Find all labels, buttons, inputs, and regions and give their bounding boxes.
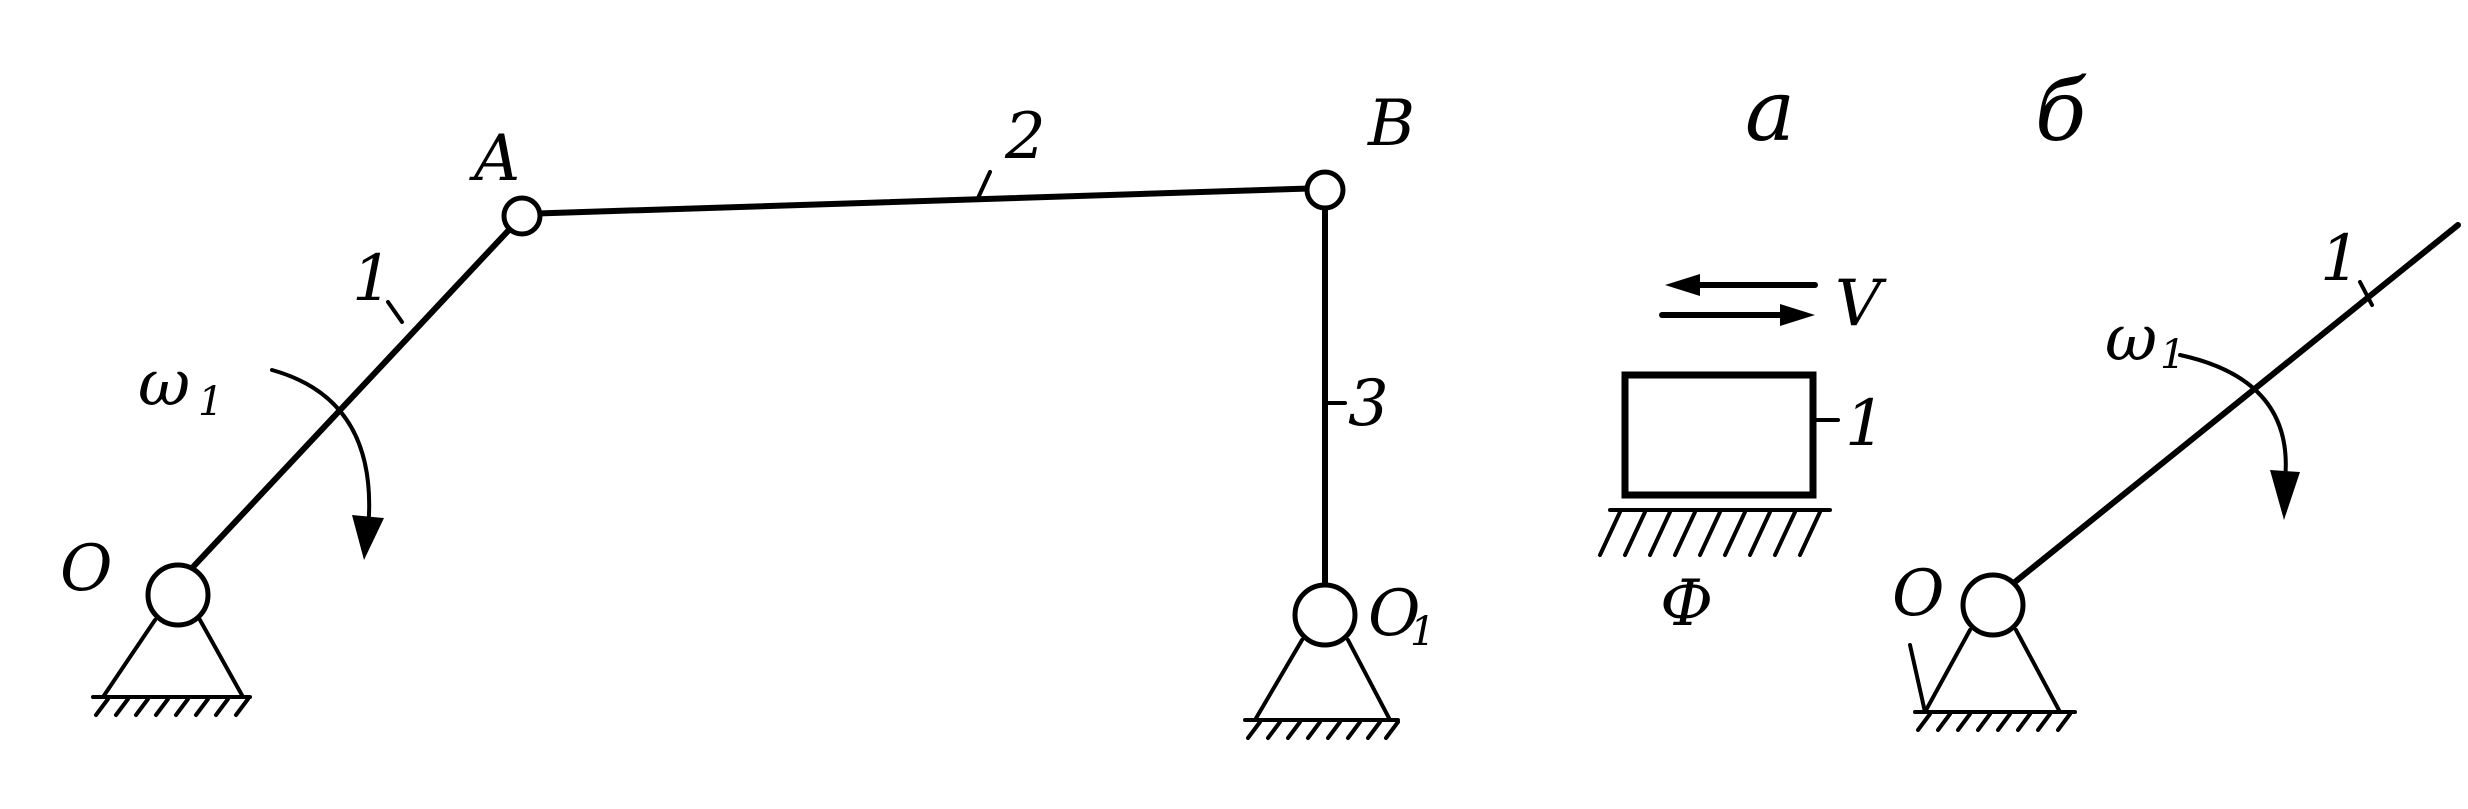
part-b-rotating-link: б 1 ω 1 O xyxy=(1892,62,2461,732)
link-1-leader xyxy=(386,300,404,324)
label-surface: Ф xyxy=(1660,567,1713,641)
b-pivot xyxy=(1960,572,2026,638)
velocity-arrowhead-left xyxy=(1665,274,1700,296)
b-link-1-leader xyxy=(2358,280,2374,307)
label-O1-sub: 1 xyxy=(1410,609,1435,655)
joint-B xyxy=(1304,169,1346,211)
ground-hatch-O xyxy=(94,697,250,717)
b-omega-arc xyxy=(2178,353,2288,482)
joint-A xyxy=(501,195,543,237)
fixed-support-O1 xyxy=(1243,582,1400,740)
b-ground-hatch xyxy=(1916,712,2072,732)
label-velocity: V xyxy=(1835,267,1887,341)
b-link-1 xyxy=(2002,222,2461,593)
label-part-a: а xyxy=(1745,62,1795,160)
label-b-pivot: O xyxy=(1892,557,1944,631)
label-b-link-1: 1 xyxy=(2320,222,2361,296)
b-omega-arrowhead xyxy=(2270,470,2300,520)
label-part-b: б xyxy=(2035,62,2087,160)
part-a-sliding-block: а V 1 Ф xyxy=(1598,62,1887,641)
label-omega-1-sub: 1 xyxy=(198,379,223,425)
label-link-2: 2 xyxy=(1004,100,1046,174)
label-A: A xyxy=(469,122,520,196)
fixed-support-O xyxy=(91,562,252,717)
ground-hatch-O1 xyxy=(1246,720,1400,740)
label-B: B xyxy=(1367,87,1415,161)
b-support-tick xyxy=(1908,643,1927,714)
link-2-coupler xyxy=(519,185,1328,217)
label-O1: O xyxy=(1368,577,1420,651)
link-1-crank xyxy=(175,213,525,586)
label-link-1: 1 xyxy=(352,242,393,316)
omega-1-arc xyxy=(270,368,372,532)
b-support-triangle xyxy=(1921,628,2064,714)
four-bar-linkage: A B O O 1 1 2 3 ω 1 xyxy=(60,87,1435,740)
surface-hatch xyxy=(1598,510,1822,557)
label-link-3: 3 xyxy=(1348,367,1389,441)
b-fixed-support xyxy=(1908,572,2077,732)
label-b-omega-sub: 1 xyxy=(2160,332,2185,378)
block-1 xyxy=(1621,371,1817,499)
label-block-1: 1 xyxy=(1845,387,1886,461)
support-triangle-O xyxy=(99,618,247,699)
label-O: O xyxy=(60,532,112,606)
label-omega-1: ω xyxy=(138,347,190,421)
support-triangle-O1 xyxy=(1251,638,1394,722)
label-b-omega: ω xyxy=(2105,302,2157,376)
omega-1-arrowhead xyxy=(352,515,384,560)
pivot-O1 xyxy=(1292,582,1358,648)
link-2-leader xyxy=(976,170,992,200)
pivot-O xyxy=(145,562,211,628)
velocity-arrowhead-right xyxy=(1780,304,1815,326)
